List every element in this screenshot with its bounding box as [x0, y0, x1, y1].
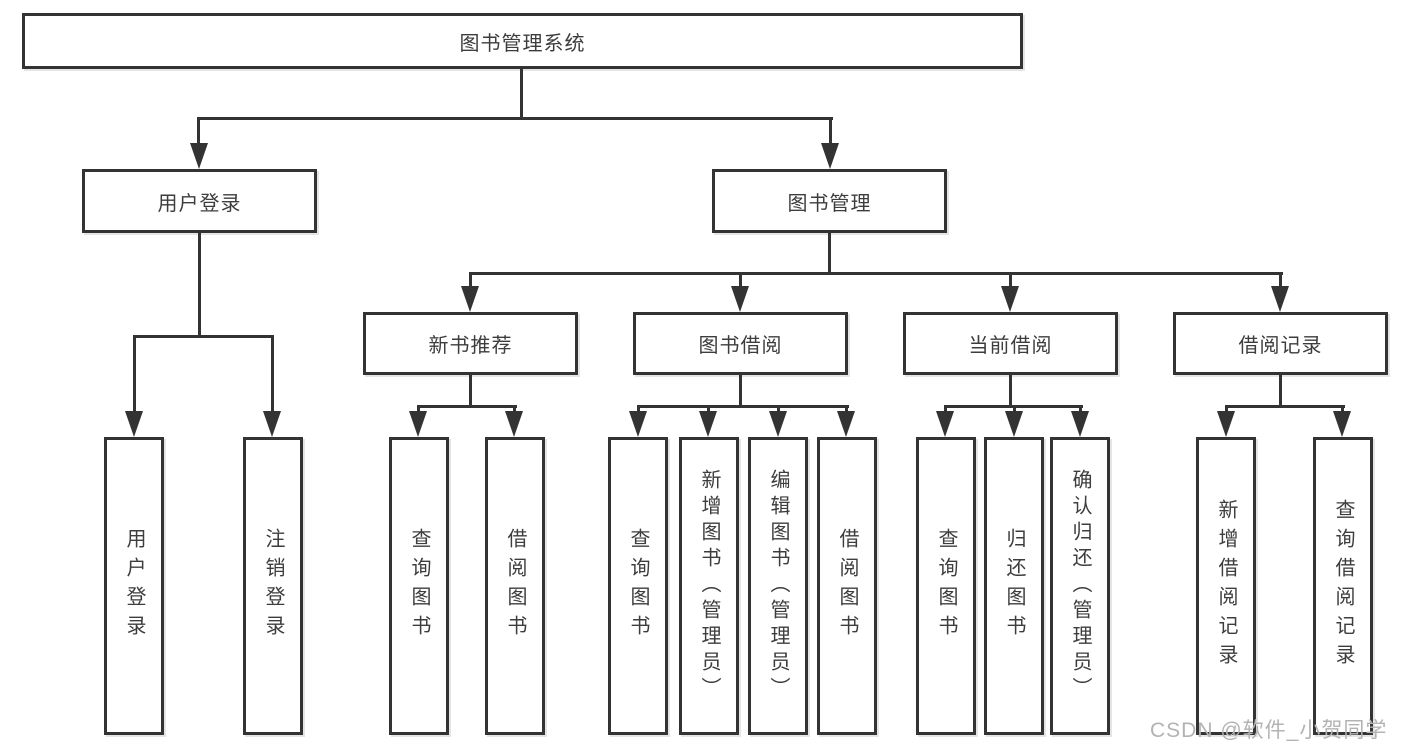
leaf-borrow-books: 借阅图书 — [817, 437, 877, 735]
node-label: 图书借阅 — [698, 335, 783, 357]
node-label: 查询图书 — [408, 528, 430, 644]
edge-arrow — [936, 411, 954, 437]
leaf-add-books-admin: 新增图书（管理员） — [679, 437, 739, 735]
edge-line — [520, 68, 523, 120]
edge-line — [417, 405, 420, 415]
edge-line — [133, 335, 274, 338]
edge-arrow — [1217, 411, 1235, 437]
node-book-borrowing: 图书借阅 — [633, 312, 848, 375]
leaf-query-borrow-record: 查询借阅记录 — [1313, 437, 1373, 735]
edge-arrow — [769, 411, 787, 437]
edge-arrow — [629, 411, 647, 437]
edge-line — [469, 375, 472, 408]
edge-line — [469, 272, 472, 288]
node-label: 新增借阅记录 — [1215, 499, 1237, 673]
edge-arrow — [263, 411, 281, 437]
leaf-edit-books-admin: 编辑图书（管理员） — [748, 437, 808, 735]
edge-arrow — [409, 411, 427, 437]
edge-arrow — [699, 411, 717, 437]
edge-line — [1009, 272, 1012, 288]
node-label: 借阅图书 — [504, 528, 526, 644]
edge-line — [197, 117, 833, 120]
edge-arrow — [1271, 286, 1289, 312]
node-label: 确认归还（管理员） — [1069, 469, 1091, 703]
node-label: 编辑图书（管理员） — [767, 469, 789, 703]
leaf-confirm-return-admin: 确认归还（管理员） — [1050, 437, 1110, 735]
node-new-book-recommendation: 新书推荐 — [363, 312, 578, 375]
edge-line — [469, 272, 1283, 275]
leaf-logout: 注销登录 — [243, 437, 303, 735]
node-label: 查询图书 — [935, 528, 957, 644]
node-label: 归还图书 — [1003, 528, 1025, 644]
node-label: 借阅记录 — [1238, 335, 1323, 357]
node-current-borrowing: 当前借阅 — [903, 312, 1118, 375]
edge-line — [1079, 405, 1082, 415]
edge-line — [1279, 272, 1282, 288]
edge-line — [829, 117, 832, 145]
edge-arrow — [1001, 286, 1019, 312]
edge-arrow — [1071, 411, 1089, 437]
node-label: 用户登录 — [157, 192, 242, 215]
node-label: 用户登录 — [123, 528, 145, 644]
node-user-login: 用户登录 — [82, 169, 317, 233]
edge-line — [739, 272, 742, 288]
edge-line — [197, 117, 200, 145]
node-label: 查询借阅记录 — [1332, 499, 1354, 673]
edge-line — [828, 233, 831, 275]
node-label: 新书推荐 — [428, 335, 513, 357]
node-borrowing-records: 借阅记录 — [1173, 312, 1388, 375]
leaf-add-borrow-record: 新增借阅记录 — [1196, 437, 1256, 735]
edge-line — [1341, 405, 1344, 415]
node-label: 借阅图书 — [836, 528, 858, 644]
leaf-return-books: 归还图书 — [984, 437, 1044, 735]
edge-line — [944, 405, 947, 415]
node-library-management-system: 图书管理系统 — [22, 13, 1023, 69]
edge-line — [637, 405, 640, 415]
leaf-query-books-current: 查询图书 — [916, 437, 976, 735]
edge-arrow — [1333, 411, 1351, 437]
node-label: 查询图书 — [627, 528, 649, 644]
leaf-borrow-books-recommend: 借阅图书 — [485, 437, 545, 735]
edge-line — [133, 335, 136, 413]
edge-line — [637, 405, 849, 408]
node-label: 当前借阅 — [968, 335, 1053, 357]
edge-arrow — [1005, 411, 1023, 437]
edge-line — [707, 405, 710, 415]
node-label: 注销登录 — [262, 528, 284, 644]
edge-line — [1013, 405, 1016, 415]
edge-arrow — [505, 411, 523, 437]
edge-line — [271, 335, 274, 413]
edge-line — [1279, 375, 1282, 408]
edge-line — [417, 405, 517, 408]
node-label: 新增图书（管理员） — [698, 469, 720, 703]
edge-line — [198, 233, 201, 338]
node-book-management: 图书管理 — [712, 169, 947, 233]
edge-line — [1225, 405, 1345, 408]
edge-line — [513, 405, 516, 415]
watermark: CSDN @软件_小贺同学 — [1150, 719, 1388, 742]
edge-arrow — [837, 411, 855, 437]
leaf-user-login: 用户登录 — [104, 437, 164, 735]
edge-line — [845, 405, 848, 415]
leaf-query-books-borrowing: 查询图书 — [608, 437, 668, 735]
edge-line — [1009, 375, 1012, 408]
node-label: 图书管理 — [787, 192, 872, 215]
edge-arrow — [461, 286, 479, 312]
leaf-query-books-recommend: 查询图书 — [389, 437, 449, 735]
edge-line — [777, 405, 780, 415]
edge-arrow — [731, 286, 749, 312]
edge-arrow — [821, 143, 839, 169]
edge-line — [1225, 405, 1228, 415]
edge-arrow — [190, 143, 208, 169]
node-label: 图书管理系统 — [459, 32, 586, 55]
edge-arrow — [125, 411, 143, 437]
edge-line — [739, 375, 742, 408]
